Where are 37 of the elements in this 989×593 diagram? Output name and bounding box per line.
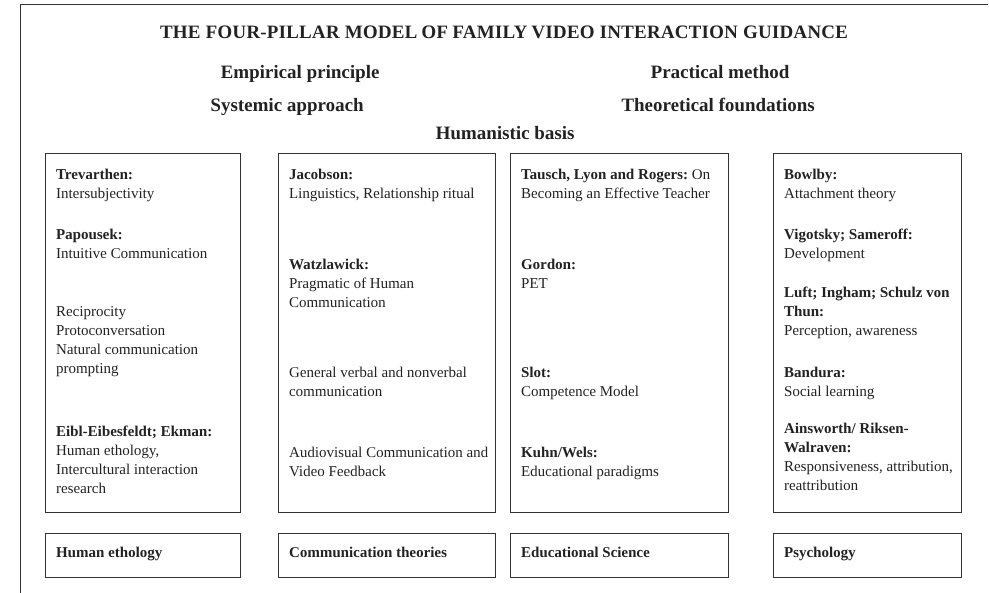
diagram-title: THE FOUR-PILLAR MODEL OF FAMILY VIDEO INTERACTION GUIDANCE <box>158 22 850 44</box>
discipline-box <box>278 533 496 578</box>
reference-entry: Tausch, Lyon and Rogers: On Becoming an Effective Teacher <box>521 166 712 204</box>
discipline-label: Communication theories <box>289 545 447 562</box>
pillar-heading: Theoretical foundations <box>621 95 815 117</box>
reference-entry: Bandura: Social learning <box>784 364 876 402</box>
pillar-heading: Humanistic basis <box>436 123 574 145</box>
discipline-label: Educational Science <box>521 545 650 562</box>
reference-entry: Luft; Ingham; Schulz von Thun: Perception, awareness <box>784 284 950 341</box>
discipline-box <box>510 533 729 578</box>
reference-entry: Kuhn/Wels: Educational paradigms <box>521 444 660 482</box>
reference-entry: Protoconversation <box>56 322 166 341</box>
reference-entry: Natural communication prompting <box>56 341 200 379</box>
reference-entry: Reciprocity <box>56 303 127 322</box>
pillar-box <box>45 153 241 513</box>
reference-entry: Gordon: PET <box>521 256 578 294</box>
pillar-box <box>278 153 496 513</box>
pillar-box <box>510 153 729 513</box>
reference-entry: Audiovisual Communication and Video Feedback <box>289 444 489 482</box>
reference-entry: Bowlby: Attachment theory <box>784 166 898 204</box>
discipline-box <box>45 533 241 578</box>
reference-entry: Watzlawick: Pragmatic of Human Communication <box>289 256 415 313</box>
reference-entry: Slot: Competence Model <box>521 364 640 402</box>
reference-entry: Ainsworth/ Riksen-Walraven: Responsiveness, attribution, reattribution <box>784 420 954 496</box>
pillar-box <box>773 153 962 513</box>
reference-entry: Vigotsky; Sameroff: Development <box>784 226 914 264</box>
pillar-heading: Empirical principle <box>220 62 380 84</box>
discipline-label: Human ethology <box>56 545 162 562</box>
pillar-heading: Practical method <box>650 62 790 84</box>
reference-entry: Trevarthen: Intersubjectivity <box>56 166 156 204</box>
reference-entry: Jacobson: Linguistics, Relationship ritual <box>289 166 476 204</box>
reference-entry: Papousek: Intuitive Communication <box>56 226 208 264</box>
pillar-heading: Systemic approach <box>210 95 364 117</box>
reference-entry: Eibl-Eibesfeldt; Ekman: Human ethology, Intercultural interaction research <box>56 423 214 499</box>
reference-entry: General verbal and nonverbal communication <box>289 364 468 402</box>
discipline-box <box>773 533 962 578</box>
discipline-label: Psychology <box>784 545 856 562</box>
